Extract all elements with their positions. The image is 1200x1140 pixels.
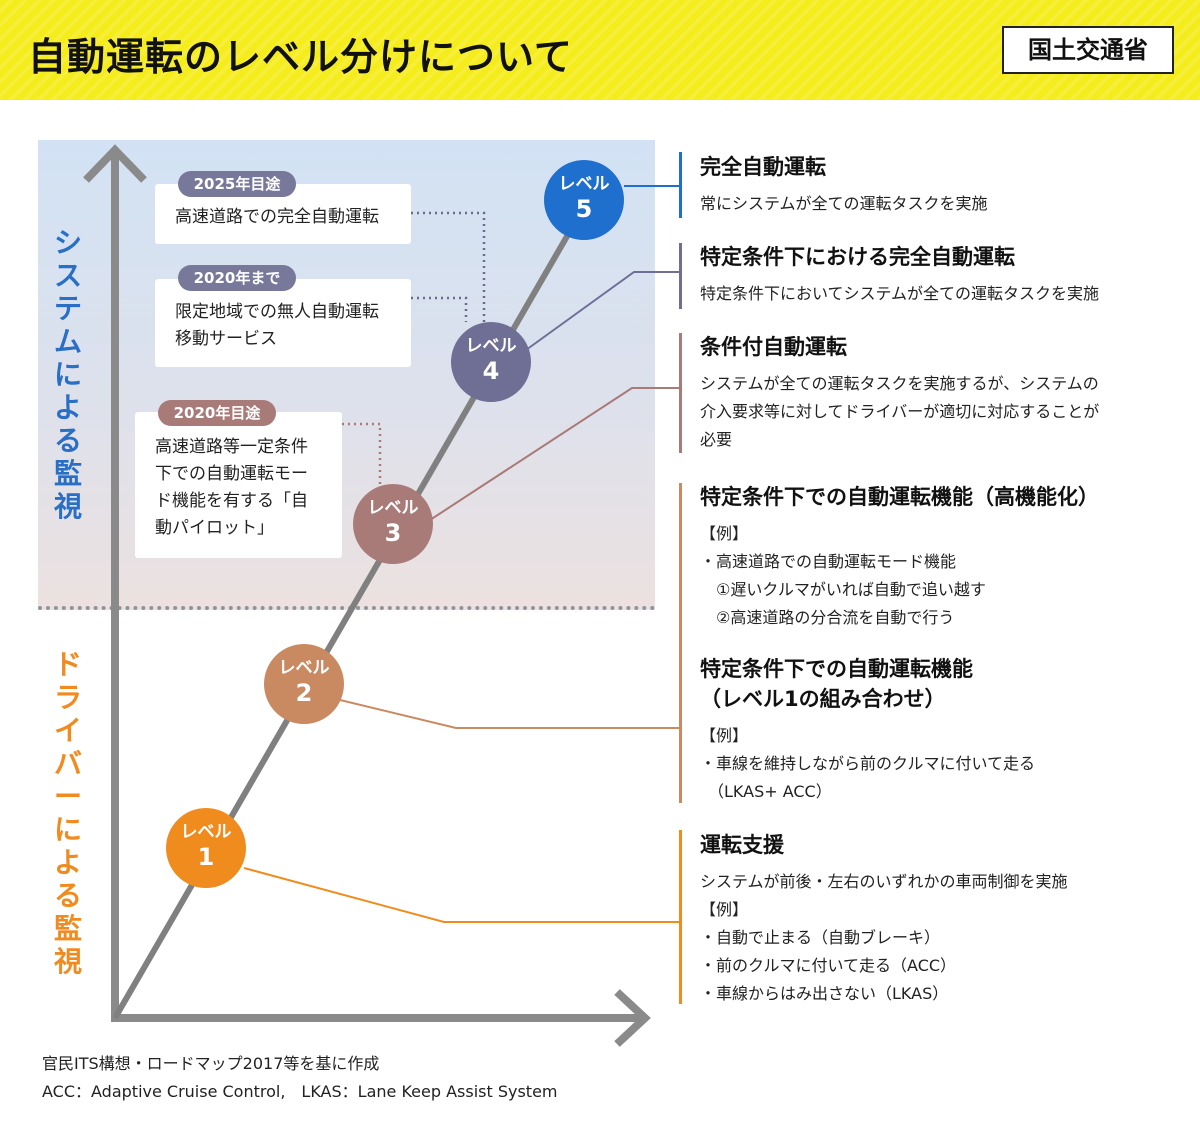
- note-2020-target-line-2: 下での自動運転モー: [155, 464, 308, 484]
- leader-2025-note: [411, 211, 486, 322]
- desc-level-4-text: 特定条件下においてシステムが全ての運転タスクを実施: [700, 284, 1100, 303]
- driver-monitoring-label: ドライバーによる監視: [53, 648, 82, 978]
- desc-level-5: 完全自動運転 常にシステムが全ての運転タスクを実施: [700, 152, 988, 218]
- note-2020-target-line-1: 高速道路等一定条件: [155, 437, 308, 457]
- leader-2020-note-b: [342, 422, 382, 484]
- desc-level-3-line-2: 介入要求等に対してドライバーが適切に対応することが: [700, 402, 1100, 421]
- desc-level-5-title: 完全自動運転: [700, 155, 826, 179]
- desc-level-2-advanced-line-1: ・高速道路での自動運転モード機能: [700, 552, 957, 571]
- system-monitoring-label: システムによる監視: [53, 226, 82, 523]
- level-4-word: レベル: [465, 336, 517, 356]
- note-2025-tag: 2025年目途: [178, 171, 296, 197]
- leader-2020-note-a: [411, 296, 468, 322]
- footer-abbreviations: ACC：Adaptive Cruise Control, LKAS：Lane K…: [42, 1082, 558, 1101]
- zone-divider: [38, 606, 655, 610]
- desc-level-2-advanced-line-2: ①遅いクルマがいれば自動で追い越す: [700, 580, 986, 599]
- desc-level-4: 特定条件下における完全自動運転 特定条件下においてシステムが全ての運転タスクを実…: [700, 242, 1099, 308]
- level-4-number: 4: [482, 357, 500, 385]
- note-2020-target-tag: 2020年目途: [158, 400, 276, 426]
- note-2020-until: 限定地域での無人自動運転 移動サービス: [155, 279, 411, 367]
- desc-level-2-advanced: 特定条件下での自動運転機能（高機能化） 【例】 ・高速道路での自動運転モード機能…: [700, 482, 1099, 632]
- bar-level-2: [679, 483, 682, 803]
- note-2020-until-line-2: 移動サービス: [175, 329, 277, 349]
- desc-level-2-advanced-title: 特定条件下での自動運転機能（高機能化）: [700, 485, 1099, 509]
- level-5-word: レベル: [558, 174, 610, 194]
- y-axis-arrowhead: [83, 144, 147, 183]
- bar-level-1: [679, 830, 682, 1004]
- desc-level-1-title: 運転支援: [700, 833, 784, 857]
- desc-level-2-combo-line-1: ・車線を維持しながら前のクルマに付いて走る: [700, 754, 1036, 773]
- desc-level-3-line-3: 必要: [700, 430, 733, 449]
- page-title: 自動運転のレベル分けについて: [28, 35, 573, 79]
- x-axis-arrowhead: [614, 989, 651, 1047]
- desc-level-2-combo-title-2: （レベル1の組み合わせ）: [700, 687, 946, 711]
- desc-level-2-advanced-line-3: ②高速道路の分合流を自動で行う: [700, 608, 955, 627]
- bar-level-4: [679, 243, 682, 309]
- desc-level-1-line-1: ・自動で止まる（自動ブレーキ）: [700, 928, 941, 947]
- level-1-circle: レベル 1: [166, 808, 246, 888]
- footer-source-note: 官民ITS構想・ロードマップ2017等を基に作成: [42, 1054, 380, 1073]
- desc-level-2-combo: 特定条件下での自動運転機能 （レベル1の組み合わせ） 【例】 ・車線を維持しなが…: [700, 654, 1035, 806]
- desc-level-1-line-3: ・車線からはみ出さない（LKAS）: [700, 984, 949, 1003]
- note-2020-until-tag: 2020年まで: [178, 265, 296, 291]
- level-3-circle: レベル 3: [353, 484, 433, 564]
- bar-level-3: [679, 333, 682, 453]
- level-2-word: レベル: [278, 658, 330, 678]
- desc-level-2-combo-title-1: 特定条件下での自動運転機能: [700, 657, 973, 681]
- level-5-circle: レベル 5: [544, 160, 624, 240]
- header-banner: [0, 0, 1200, 100]
- level-5-number: 5: [575, 195, 593, 223]
- desc-level-2-combo-example: 【例】: [700, 726, 749, 745]
- desc-level-2-combo-line-2: （LKAS+ ACC）: [700, 782, 832, 801]
- desc-level-3-line-1: システムが全ての運転タスクを実施するが、システムの: [700, 374, 1099, 393]
- connector-level-3: [429, 387, 680, 521]
- desc-level-1-example: 【例】: [700, 900, 749, 919]
- bar-level-5: [679, 152, 682, 218]
- desc-level-1-line-2: ・前のクルマに付いて走る（ACC）: [700, 956, 957, 975]
- level-2-circle: レベル 2: [264, 644, 344, 724]
- level-1-word: レベル: [180, 822, 232, 842]
- desc-level-4-title: 特定条件下における完全自動運転: [700, 245, 1015, 269]
- desc-level-2-advanced-example: 【例】: [700, 524, 749, 543]
- desc-level-5-text: 常にシステムが全ての運転タスクを実施: [700, 194, 988, 213]
- note-2020-target: 高速道路等一定条件 下での自動運転モー ド機能を有する「自 動パイロット」: [135, 412, 342, 558]
- level-2-number: 2: [295, 679, 313, 707]
- desc-level-3: 条件付自動運転 システムが全ての運転タスクを実施するが、システムの 介入要求等に…: [700, 332, 1099, 454]
- note-2025-text: 高速道路での完全自動運転: [175, 207, 379, 227]
- level-1-number: 1: [197, 843, 215, 871]
- desc-level-1-text: システムが前後・左右のいずれかの車両制御を実施: [700, 872, 1068, 891]
- connector-level-4: [525, 271, 680, 351]
- level-4-circle: レベル 4: [451, 322, 531, 402]
- level-3-word: レベル: [367, 498, 419, 518]
- connector-level-2: [339, 699, 680, 729]
- desc-level-1: 運転支援 システムが前後・左右のいずれかの車両制御を実施 【例】 ・自動で止まる…: [700, 830, 1068, 1008]
- note-2020-target-line-4: 動パイロット」: [155, 518, 274, 538]
- desc-level-3-title: 条件付自動運転: [700, 335, 847, 359]
- note-2020-until-line-1: 限定地域での無人自動運転: [175, 302, 379, 322]
- level-3-number: 3: [384, 519, 402, 547]
- note-2020-target-line-3: ド機能を有する「自: [155, 491, 308, 511]
- source-badge: 国土交通省: [1002, 26, 1174, 74]
- connector-level-1: [243, 867, 680, 923]
